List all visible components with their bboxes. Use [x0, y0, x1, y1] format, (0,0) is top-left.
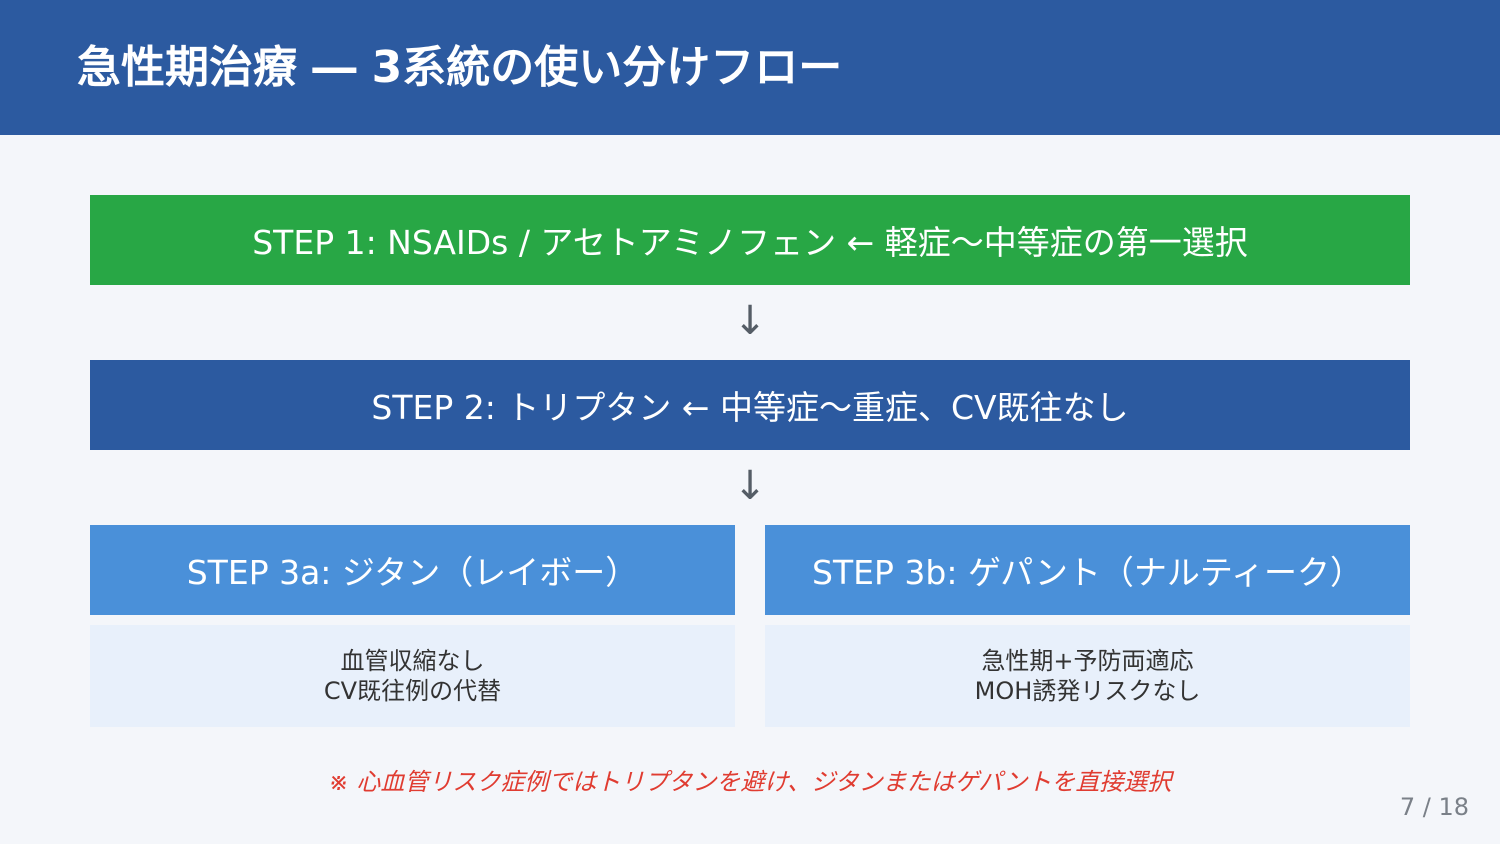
step3b-description: 急性期+予防両適応 MOH誘発リスクなし [765, 625, 1410, 727]
step1-box: STEP 1: NSAIDs / アセトアミノフェン ← 軽症～中等症の第一選択 [90, 195, 1410, 285]
step3a-box: STEP 3a: ジタン（レイボー） [90, 525, 735, 615]
step3b-desc-line1: 急性期+予防両適応 [981, 647, 1194, 675]
step2-label: STEP 2: トリプタン ← 中等症～重症、CV既往なし [371, 388, 1129, 427]
slide-header: 急性期治療 ― 3系統の使い分けフロー [0, 0, 1500, 135]
step3a-label: STEP 3a: ジタン（レイボー） [186, 553, 639, 592]
step3a-desc-line2: CV既往例の代替 [323, 677, 502, 705]
step3b-label: STEP 3b: ゲパント（ナルティーク） [812, 553, 1363, 592]
step3a-description: 血管収縮なし CV既往例の代替 [90, 625, 735, 727]
step3a-desc-line1: 血管収縮なし [340, 647, 485, 675]
step3b-desc-line2: MOH誘発リスクなし [974, 677, 1201, 705]
step1-label: STEP 1: NSAIDs / アセトアミノフェン ← 軽症～中等症の第一選択 [252, 223, 1248, 262]
page-number: 7 / 18 [1399, 793, 1469, 821]
down-arrow-icon: ↓ [733, 298, 767, 344]
step3b-box: STEP 3b: ゲパント（ナルティーク） [765, 525, 1410, 615]
caution-note: ※ 心血管リスク症例ではトリプタンを避け、ジタンまたはゲパントを直接選択 [328, 768, 1172, 796]
step2-box: STEP 2: トリプタン ← 中等症～重症、CV既往なし [90, 360, 1410, 450]
down-arrow-icon: ↓ [733, 463, 767, 509]
slide-title: 急性期治療 ― 3系統の使い分けフロー [77, 42, 843, 93]
